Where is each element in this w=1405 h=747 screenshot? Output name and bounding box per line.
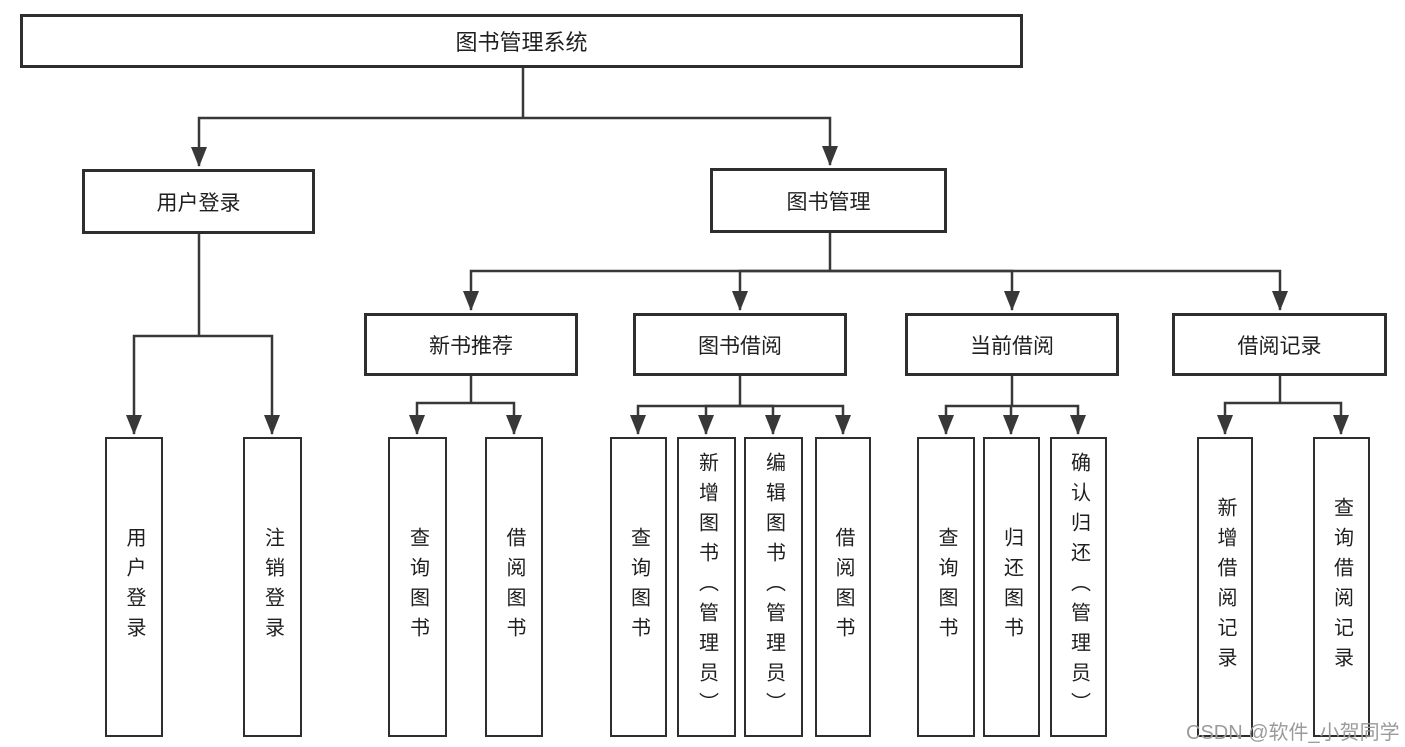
leaf-query-book-borrow: 查询图书 <box>610 437 667 737</box>
csdn-watermark: CSDN @软件_小贺同学 <box>1186 722 1400 744</box>
leaf-add-book-admin: 新增图书（管理员） <box>677 437 736 737</box>
leaf-user-login: 用户登录 <box>105 437 163 737</box>
node-current-borrow: 当前借阅 <box>905 313 1119 376</box>
leaf-return-book: 归还图书 <box>983 437 1040 737</box>
node-book-management: 图书管理 <box>710 168 947 233</box>
leaf-query-borrow-record: 查询借阅记录 <box>1313 437 1370 737</box>
node-borrow-record: 借阅记录 <box>1172 313 1387 376</box>
leaf-query-book-current: 查询图书 <box>917 437 975 737</box>
node-book-borrow: 图书借阅 <box>633 313 847 376</box>
leaf-borrow-book: 借阅图书 <box>815 437 871 737</box>
leaf-confirm-return-admin: 确认归还（管理员） <box>1050 437 1107 737</box>
leaf-query-book-recommend: 查询图书 <box>388 437 447 737</box>
node-root: 图书管理系统 <box>20 14 1023 68</box>
node-new-book-recommend: 新书推荐 <box>364 313 578 376</box>
node-user-login: 用户登录 <box>82 169 315 234</box>
leaf-borrow-book-recommend: 借阅图书 <box>485 437 543 737</box>
leaf-add-borrow-record: 新增借阅记录 <box>1197 437 1253 737</box>
leaf-edit-book-admin: 编辑图书（管理员） <box>744 437 803 737</box>
leaf-logout: 注销登录 <box>243 437 302 737</box>
